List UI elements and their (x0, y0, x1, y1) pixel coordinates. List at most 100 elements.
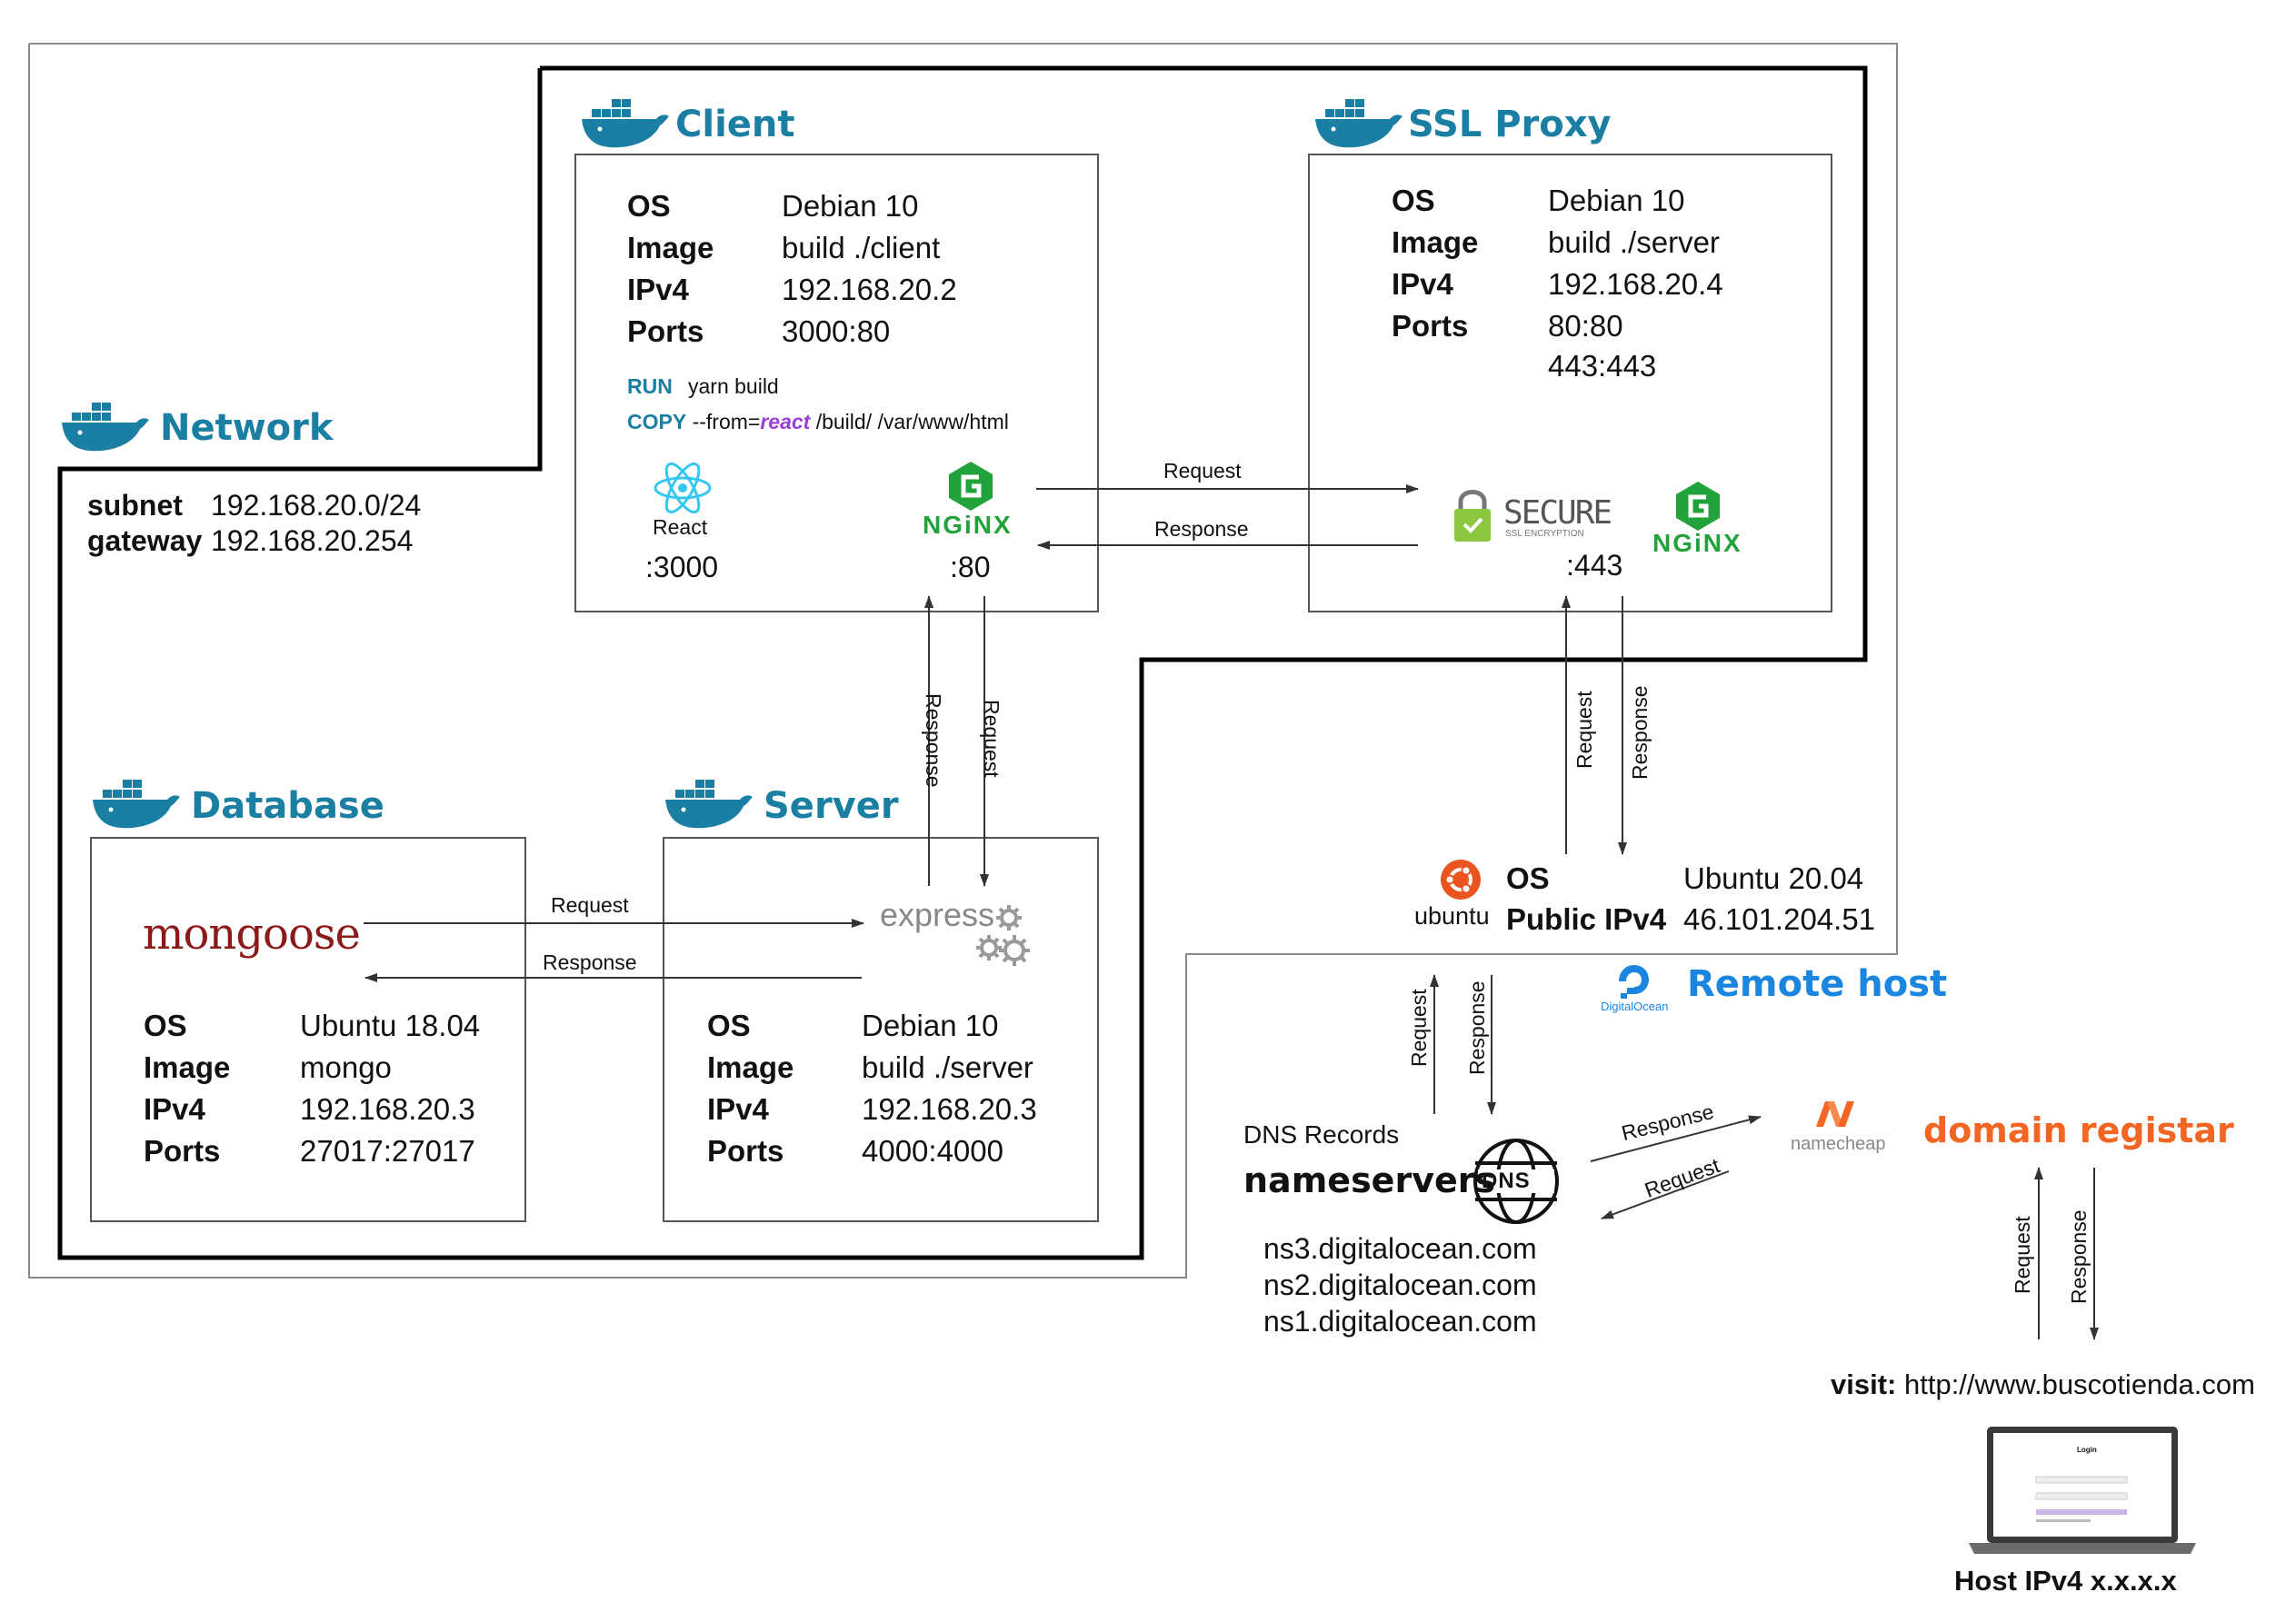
spec-value: build ./client (782, 231, 941, 264)
docker-network-border (57, 65, 1868, 1260)
nginx-icon (949, 462, 993, 511)
spec-key: Ports (627, 314, 704, 348)
arrow-dns-nc-response (1590, 1115, 1762, 1162)
copy-rest: /build/ /var/www/html (815, 410, 1009, 433)
secure-label: SECURE (1503, 494, 1612, 532)
dns-records-label: DNS Records (1243, 1120, 1400, 1149)
ssl-proxy-box (1308, 154, 1832, 612)
nameserver-item: ns1.digitalocean.com (1263, 1305, 1537, 1338)
lock-icon (1454, 490, 1491, 542)
host-os-value: Ubuntu 20.04 (1683, 861, 1864, 895)
network-title: Network (160, 407, 334, 449)
nameservers-title: nameservers (1243, 1160, 1496, 1200)
host-ip-key: Public IPv4 (1506, 902, 1667, 936)
gear-icon (976, 935, 1002, 960)
spec-key: Image (1392, 225, 1479, 259)
nginx-label: NGiNX (1652, 529, 1742, 557)
docker-icon (93, 780, 180, 829)
copy-from: --from= (692, 410, 761, 433)
server-box (663, 837, 1099, 1222)
nginx-icon (1676, 482, 1720, 531)
spec-value: 27017:27017 (300, 1134, 475, 1168)
arrow-label: Response (1154, 517, 1249, 541)
spec-value: Debian 10 (1548, 184, 1685, 217)
spec-value: 192.168.20.3 (300, 1092, 475, 1126)
run-command: yarn build (688, 374, 779, 398)
arrow-label: Request (1407, 989, 1431, 1067)
namecheap-label: namecheap (1791, 1134, 1886, 1154)
ssl-proxy-title: SSL Proxy (1408, 104, 1612, 145)
visit-line: visit: http://www.buscotienda.com (1831, 1368, 2255, 1401)
arrow-label: Response (1628, 685, 1652, 780)
ubuntu-icon (1441, 860, 1481, 900)
laptop-icon (1969, 1427, 2196, 1554)
digitalocean-label: DigitalOcean (1601, 1000, 1669, 1013)
spec-value: 3000:80 (782, 314, 891, 348)
express-logo: express (880, 896, 995, 933)
spec-value: 192.168.20.2 (782, 273, 957, 306)
dns-globe-icon (1473, 1139, 1559, 1224)
gear-icon (996, 905, 1022, 930)
mongoose-logo: mongoose (143, 909, 361, 960)
nginx-label: NGiNX (923, 511, 1013, 539)
database-box (90, 837, 526, 1222)
screen-login-title: Login (2077, 1446, 2097, 1454)
arrow-nc-dns-request (1601, 1170, 1730, 1219)
spec-value: 192.168.20.3 (862, 1092, 1037, 1126)
spec-value: build ./server (1548, 225, 1720, 259)
spec-value: 192.168.20.4 (1548, 267, 1723, 301)
spec-key: OS (1392, 184, 1435, 217)
visit-url[interactable]: http://www.buscotienda.com (1903, 1368, 2255, 1400)
arrow-label: Request (1163, 459, 1242, 483)
proxy-port: :443 (1566, 549, 1623, 582)
spec-value: 443:443 (1548, 349, 1657, 383)
arrow-label: Request (551, 893, 629, 917)
spec-value: Debian 10 (862, 1009, 999, 1042)
spec-key: Ports (144, 1134, 221, 1168)
copy-react: react (760, 410, 811, 433)
subnet-label: subnet (87, 489, 183, 522)
remote-host-title: Remote host (1687, 963, 1948, 1005)
spec-key: OS (627, 189, 671, 223)
host-label: Host IPv4 x.x.x.x (1954, 1565, 2177, 1597)
spec-key: Ports (707, 1134, 784, 1168)
ubuntu-label: ubuntu (1414, 902, 1490, 930)
gateway-value: 192.168.20.254 (211, 524, 414, 557)
spec-key: Image (144, 1050, 231, 1084)
spec-value: Ubuntu 18.04 (300, 1009, 481, 1042)
subnet-value: 192.168.20.0/24 (211, 489, 422, 522)
client-box (574, 154, 1099, 612)
react-label: React (653, 515, 708, 539)
spec-value: mongo (300, 1050, 392, 1084)
gateway-label: gateway (87, 524, 203, 557)
namecheap-icon (1816, 1101, 1854, 1127)
dns-icon-text: DNS (1482, 1169, 1531, 1193)
visit-label: visit: (1831, 1368, 1897, 1400)
docker-icon (1315, 99, 1403, 148)
react-port: :3000 (645, 551, 719, 583)
spec-key: Ports (1392, 309, 1469, 343)
copy-line: COPY --from=react /build/ /var/www/html (627, 410, 1009, 434)
run-keyword: RUN (627, 374, 673, 398)
docker-icon (582, 99, 669, 148)
nginx-port: :80 (950, 551, 991, 583)
spec-key: IPv4 (144, 1092, 205, 1126)
host-ip-value: 46.101.204.51 (1683, 902, 1876, 936)
spec-key: IPv4 (627, 273, 689, 306)
nameserver-item: ns2.digitalocean.com (1263, 1269, 1537, 1301)
arrow-label: Request (980, 700, 1003, 778)
arrow-label: Request (1572, 691, 1596, 769)
docker-icon (665, 780, 753, 829)
docker-icon (62, 403, 149, 452)
arrow-label: Response (2067, 1209, 2091, 1304)
database-title: Database (191, 785, 384, 827)
arrow-label: Response (1465, 980, 1489, 1075)
network-outer-border (28, 43, 1898, 1279)
digitalocean-icon (1619, 965, 1649, 999)
copy-keyword: COPY (627, 410, 687, 433)
spec-key: IPv4 (1392, 267, 1453, 301)
spec-key: OS (707, 1009, 751, 1042)
arrow-label: Request (2011, 1216, 2034, 1294)
registrar-title: domain registar (1923, 1110, 2234, 1150)
